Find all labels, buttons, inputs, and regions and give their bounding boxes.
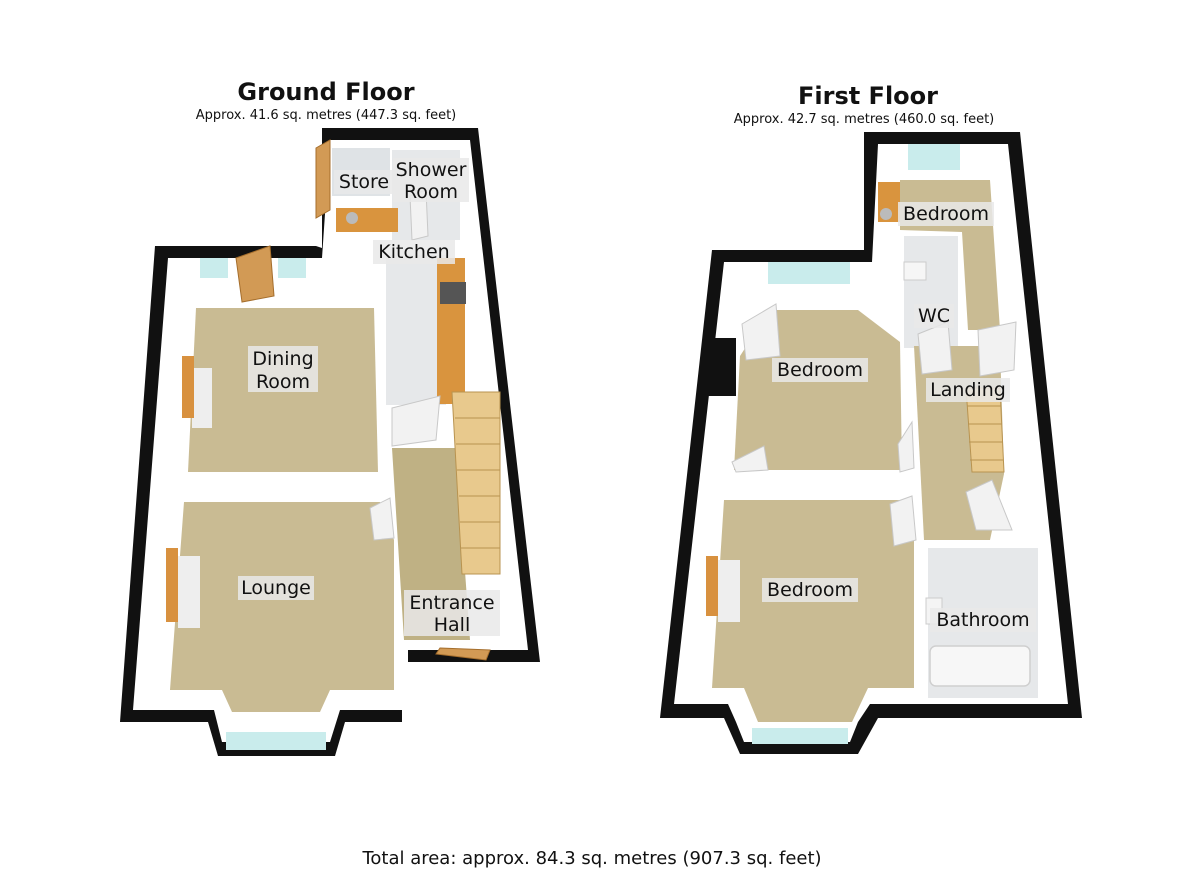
rear-bedroom-window bbox=[908, 144, 960, 170]
kitchen-door bbox=[391, 395, 441, 447]
basin-icon bbox=[880, 208, 892, 220]
store-door bbox=[315, 139, 331, 219]
wc-label: WC bbox=[914, 304, 954, 328]
utility-counter bbox=[336, 208, 398, 232]
svg-text:Shower: Shower bbox=[396, 159, 467, 181]
svg-text:Room: Room bbox=[256, 371, 310, 393]
ground-stairs bbox=[451, 391, 501, 575]
kitchen-floor bbox=[386, 255, 446, 405]
landing-label: Landing bbox=[926, 378, 1010, 402]
rear-bedroom-label: Bedroom bbox=[898, 202, 994, 226]
bathroom-label: Bathroom bbox=[930, 608, 1036, 632]
middle-bedroom-door-2 bbox=[731, 445, 769, 473]
lounge-label: Lounge bbox=[238, 576, 314, 600]
svg-text:Bedroom: Bedroom bbox=[777, 359, 863, 381]
svg-text:Lounge: Lounge bbox=[241, 577, 311, 599]
middle-bedroom-window bbox=[768, 262, 850, 284]
lounge-floor bbox=[170, 502, 394, 712]
dining-patio-door bbox=[235, 245, 275, 303]
store-label: Store bbox=[334, 170, 394, 194]
sink-icon bbox=[346, 212, 358, 224]
svg-text:Entrance: Entrance bbox=[409, 592, 494, 614]
first-floor-area: Approx. 42.7 sq. metres (460.0 sq. feet) bbox=[734, 112, 995, 127]
front-bedroom-floor bbox=[712, 500, 914, 722]
svg-text:Dining: Dining bbox=[252, 348, 313, 370]
svg-text:Bedroom: Bedroom bbox=[767, 579, 853, 601]
rear-bedroom-door bbox=[977, 321, 1017, 377]
ground-floor-plan: Ground Floor Approx. 41.6 sq. metres (44… bbox=[120, 78, 540, 756]
ground-floor-area: Approx. 41.6 sq. metres (447.3 sq. feet) bbox=[196, 108, 457, 123]
svg-text:Hall: Hall bbox=[434, 614, 471, 636]
shower-room-label: Shower Room bbox=[393, 158, 469, 203]
dining-hearth bbox=[192, 368, 212, 428]
lounge-hearth bbox=[178, 556, 200, 628]
total-area-text: Total area: approx. 84.3 sq. metres (907… bbox=[361, 848, 821, 869]
first-floor-plan: First Floor Approx. 42.7 sq. metres (460… bbox=[660, 82, 1082, 754]
bedroom-hearth bbox=[718, 560, 740, 622]
svg-text:Landing: Landing bbox=[930, 379, 1006, 401]
middle-bedroom-door bbox=[897, 420, 915, 473]
ground-floor-title: Ground Floor bbox=[237, 78, 414, 106]
front-bedroom-label: Bedroom bbox=[762, 578, 858, 602]
svg-text:Store: Store bbox=[339, 171, 389, 193]
svg-text:Bedroom: Bedroom bbox=[903, 203, 989, 225]
svg-text:WC: WC bbox=[918, 305, 950, 327]
chimney-breast bbox=[704, 338, 736, 396]
lounge-door bbox=[369, 497, 395, 541]
svg-text:Bathroom: Bathroom bbox=[936, 609, 1029, 631]
lounge-bay-window bbox=[226, 732, 326, 750]
front-bedroom-bay-window bbox=[752, 728, 848, 744]
kitchen-counter bbox=[437, 258, 465, 404]
lounge-fireplace bbox=[166, 548, 178, 622]
bathroom-door bbox=[965, 479, 1013, 531]
dining-window-left bbox=[200, 258, 228, 278]
dining-room-label: Dining Room bbox=[248, 346, 318, 393]
dining-fireplace bbox=[182, 356, 194, 418]
bedroom-fireplace bbox=[706, 556, 718, 616]
front-door bbox=[435, 647, 491, 661]
bath-tub bbox=[929, 645, 1031, 687]
wardrobe-door bbox=[741, 303, 781, 361]
entrance-hall-label: Entrance Hall bbox=[404, 590, 500, 636]
hob-icon bbox=[440, 282, 466, 304]
dining-window-right bbox=[278, 258, 306, 278]
toilet-icon bbox=[903, 261, 927, 281]
svg-text:Room: Room bbox=[404, 181, 458, 203]
first-floor-title: First Floor bbox=[798, 82, 938, 110]
kitchen-label: Kitchen bbox=[373, 240, 455, 264]
front-bedroom-door bbox=[889, 495, 917, 547]
svg-text:Kitchen: Kitchen bbox=[378, 241, 449, 263]
middle-bedroom-label: Bedroom bbox=[772, 358, 868, 382]
